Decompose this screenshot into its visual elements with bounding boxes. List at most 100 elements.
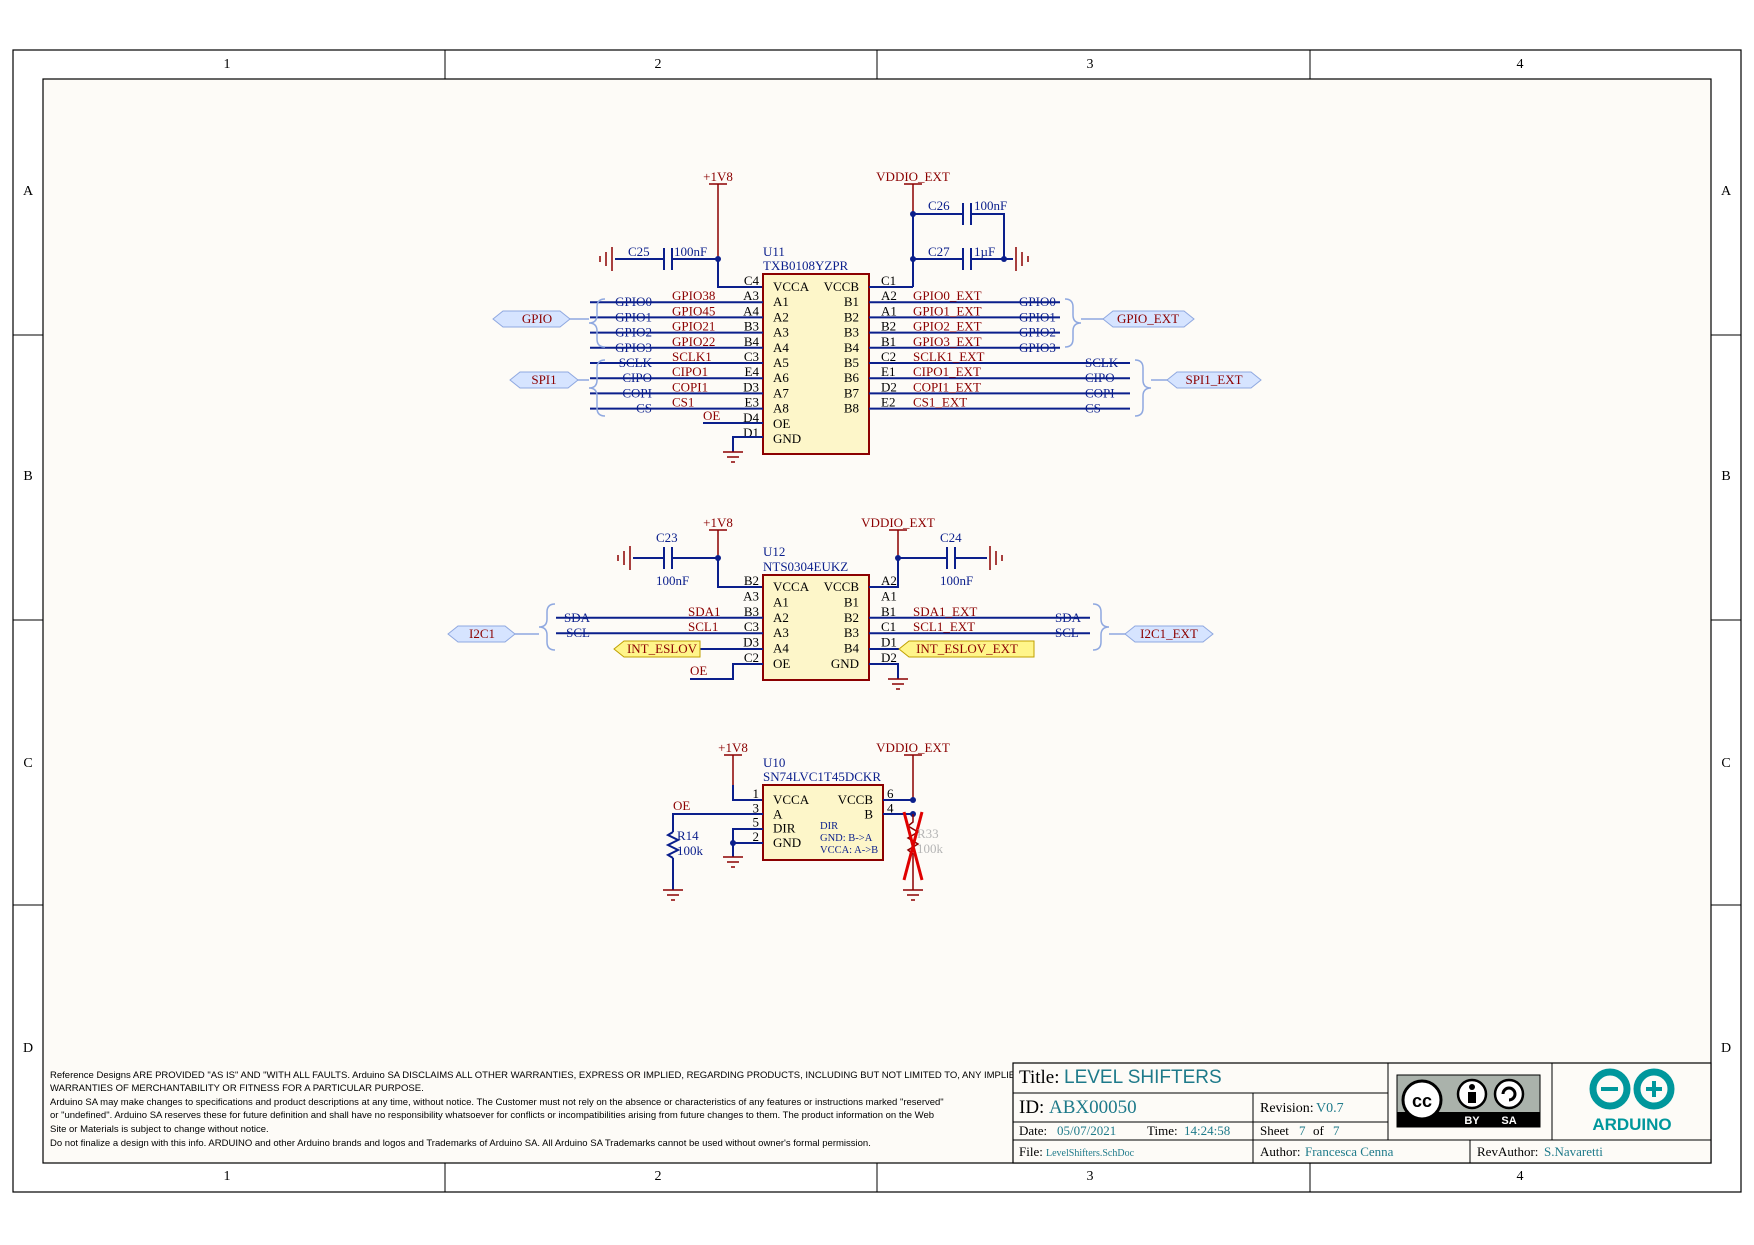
sheet-number: 7: [1299, 1123, 1306, 1138]
row-label-b-right: B: [1721, 469, 1730, 484]
u11-signal-right: GPIO0: [1019, 294, 1056, 309]
i2c1-port[interactable]: I2C1: [447, 625, 516, 643]
u12-oe-net: OE: [690, 663, 707, 678]
int-eslov-port[interactable]: INT_ESLOV: [613, 640, 701, 658]
column-label-1: 1: [224, 57, 231, 72]
u10-pin-number-right: 4: [887, 800, 894, 815]
disclaimer-line-4: or "undefined". Arduino SA reserves thes…: [50, 1110, 934, 1121]
u12-net-left: SCL1: [688, 619, 718, 634]
row-label-b: B: [23, 469, 32, 484]
date-value: 05/07/2021: [1057, 1123, 1116, 1138]
c27-ref: C27: [928, 244, 950, 259]
u12-pin-number-left: C3: [744, 619, 759, 634]
u10-part: SN74LVC1T45DCKR: [763, 769, 881, 784]
i2c1-ext-port-label: I2C1_EXT: [1140, 626, 1198, 641]
u11-net-right: GPIO2_EXT: [913, 319, 982, 334]
row-label-d-right: D: [1721, 1041, 1731, 1056]
disclaimer-line-1: Reference Designs ARE PROVIDED "AS IS" A…: [50, 1070, 1022, 1081]
u11-net-right: COPI1_EXT: [913, 379, 981, 394]
u11-pin-number-left: B3: [744, 319, 759, 334]
int-eslov-ext-port[interactable]: INT_ESLOV_EXT: [898, 640, 1035, 658]
cc-by-sa-badge: cc BY SA: [1396, 1074, 1541, 1128]
gpio-bus-brace: [588, 298, 606, 348]
c24-ref: C24: [940, 530, 962, 545]
c23-value: 100nF: [656, 573, 689, 588]
u10-oe-net: OE: [673, 798, 690, 813]
gpio-ext-bus-brace: [1064, 298, 1082, 348]
column-label-4-bottom: 4: [1517, 1169, 1524, 1184]
u12-net-right: SDA1_EXT: [913, 604, 977, 619]
ground-symbol-c25: [599, 247, 613, 271]
author-value: Francesca Cenna: [1305, 1144, 1394, 1159]
u11-signal-left: CS: [636, 401, 652, 416]
u12-signal-left: SDA: [564, 610, 591, 625]
u12-power-1v8-label: +1V8: [703, 515, 733, 530]
column-label-2-bottom: 2: [655, 1169, 662, 1184]
spi-ext-bus-brace: [1134, 359, 1152, 417]
row-label-c-right: C: [1721, 756, 1730, 771]
u11-signal-right: CS: [1085, 401, 1101, 416]
u12-pin-name-right: B1: [844, 594, 859, 609]
u12-pin-name-left: VCCA: [773, 579, 810, 594]
u10-pin-name-left: GND: [773, 835, 801, 850]
r14-ref: R14: [677, 828, 699, 843]
u11-pin-name-left: A5: [773, 355, 789, 370]
u12-net-left: SDA1: [688, 604, 721, 619]
u12-pin-number-right: A2: [881, 573, 897, 588]
u10-pin-name-right: VCCB: [838, 792, 874, 807]
u11-signal-left: GPIO1: [615, 309, 652, 324]
u11-power-vddio-label: VDDIO_EXT: [876, 169, 950, 184]
u11-pin-name-right: B8: [844, 401, 859, 416]
u11-section: +1V8 C25 100nF U11 TXB0108YZPR VCCAC4A1A…: [492, 169, 1262, 463]
svg-text:cc: cc: [1412, 1091, 1432, 1111]
u11-net-right: CS1_EXT: [913, 395, 967, 410]
u11-signal-right: GPIO2: [1019, 325, 1056, 340]
spi1-ext-port[interactable]: SPI1_EXT: [1166, 371, 1262, 389]
row-label-a: A: [23, 184, 34, 199]
u11-net-right: GPIO1_EXT: [913, 303, 982, 318]
gpio-port[interactable]: GPIO: [492, 310, 571, 328]
u10-pin-name-left: A: [773, 806, 783, 821]
u11-pin-name-left: A1: [773, 294, 789, 309]
u11-pin-name-right: B2: [844, 309, 859, 324]
u11-pin-name-left: GND: [773, 431, 801, 446]
disclaimer-line-3: Arduino SA may make changes to specifica…: [50, 1097, 944, 1108]
u11-pin-number-left: C3: [744, 349, 759, 364]
u12-pin-number-right: B1: [881, 604, 896, 619]
u12-pin-number-right: A1: [881, 588, 897, 603]
file-label: File:: [1019, 1144, 1043, 1159]
ground-symbol-c27: [1015, 247, 1029, 271]
i2c1-ext-port[interactable]: I2C1_EXT: [1124, 625, 1214, 643]
c27-value: 1µF: [974, 244, 995, 259]
row-label-d: D: [23, 1041, 33, 1056]
u11-pin-number-right: C2: [881, 349, 896, 364]
u11-pin-number-left: D4: [743, 410, 759, 425]
u11-pin-name-left: A3: [773, 325, 789, 340]
u11-pin-name-left: OE: [773, 416, 790, 431]
u11-pin-name-left: VCCA: [773, 279, 810, 294]
sa-icon: [1493, 1078, 1525, 1110]
u11-signal-left: SCLK: [619, 355, 653, 370]
u10-pin-number-right: 6: [887, 786, 894, 801]
author-label: Author:: [1260, 1144, 1300, 1159]
u12-power-vddio-label: VDDIO_EXT: [861, 515, 935, 530]
int-eslov-port-label: INT_ESLOV: [627, 641, 698, 656]
u11-signal-left: GPIO2: [615, 325, 652, 340]
u12-pin-number-left: A3: [743, 588, 759, 603]
u11-pin-number-left: D3: [743, 379, 759, 394]
u11-signal-left: GPIO0: [615, 294, 652, 309]
u11-pin-name-right: B4: [844, 340, 860, 355]
column-label-3: 3: [1087, 57, 1094, 72]
u10-pin-number-left: 1: [753, 786, 760, 801]
u11-pin-number-right: B2: [881, 319, 896, 334]
u11-net-left: GPIO22: [672, 334, 715, 349]
date-label: Date:: [1019, 1123, 1047, 1138]
gpio-ext-port[interactable]: GPIO_EXT: [1102, 310, 1195, 328]
u11-pin-number-left: B4: [744, 334, 760, 349]
ground-symbol-c23: [617, 546, 631, 570]
u10-ref: U10: [763, 755, 785, 770]
spi1-port[interactable]: SPI1: [509, 371, 579, 389]
arduino-logo: ARDUINO: [1589, 1068, 1675, 1134]
u11-pin-name-right: B6: [844, 370, 860, 385]
